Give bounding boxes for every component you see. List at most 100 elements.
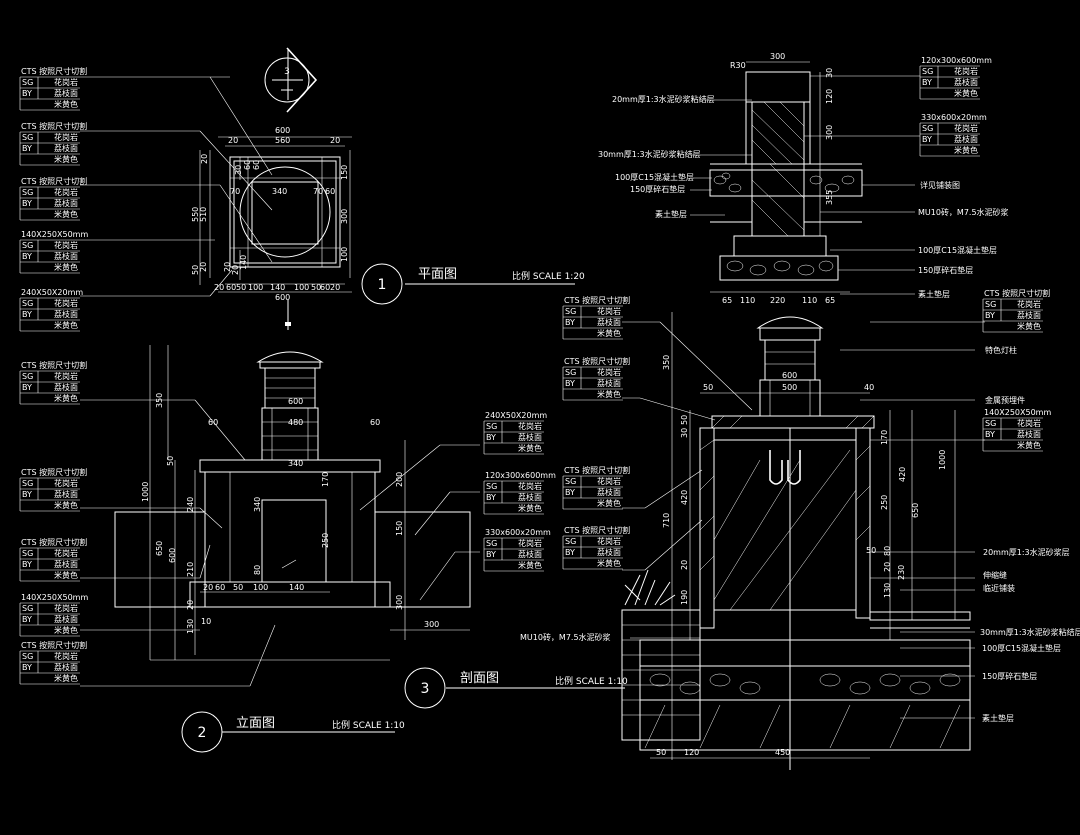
svg-text:20: 20 xyxy=(223,262,232,272)
svg-text:1000: 1000 xyxy=(938,450,947,470)
svg-text:20: 20 xyxy=(186,600,195,610)
svg-text:650: 650 xyxy=(911,503,920,518)
material-tag-row: 花岗岩 xyxy=(518,421,542,431)
material-tag-head: 240X50X20mm xyxy=(485,411,547,420)
material-tag-row: 米黄色 xyxy=(54,673,78,683)
material-tag-head: CTS 按照尺寸切割 xyxy=(21,176,87,186)
section-view-scale: 比例 SCALE 1:10 xyxy=(555,675,628,687)
material-tag-row: 花岗岩 xyxy=(597,306,621,316)
material-tag-code: BY xyxy=(22,89,32,98)
material-tag-head: CTS 按照尺寸切割 xyxy=(564,525,630,535)
elevation-dims: 350 60 600 480 60 340 1000 50 170 200 24… xyxy=(141,393,439,634)
section-view-number: 3 xyxy=(421,681,430,697)
svg-text:150厚碎石垫层: 150厚碎石垫层 xyxy=(982,671,1037,681)
svg-text:30mm厚1:3水泥砂浆粘结层: 30mm厚1:3水泥砂浆粘结层 xyxy=(598,149,701,159)
material-tag-head: CTS 按照尺寸切割 xyxy=(564,295,630,305)
material-tag-row: 米黄色 xyxy=(54,393,78,403)
material-tag-row: 米黄色 xyxy=(518,443,542,453)
material-tag-row: 花岗岩 xyxy=(54,478,78,488)
material-tag-row: 花岗岩 xyxy=(54,548,78,558)
material-tag-row: 米黄色 xyxy=(597,389,621,399)
material-tag-row: 花岗岩 xyxy=(597,536,621,546)
material-tag-head: CTS 按照尺寸切割 xyxy=(21,640,87,650)
svg-text:MU10砖，M7.5水泥砂浆: MU10砖，M7.5水泥砂浆 xyxy=(520,632,611,642)
material-tag-code: SG xyxy=(22,652,33,661)
svg-text:60: 60 xyxy=(320,283,330,292)
svg-text:510: 510 xyxy=(199,207,208,222)
section-mark-bubble xyxy=(264,57,310,103)
svg-text:230: 230 xyxy=(897,565,906,580)
material-tag-code: SG xyxy=(22,372,33,381)
svg-text:50: 50 xyxy=(236,283,246,292)
plan-dims: 600 20 560 20 20 30 60 150 60 70 340 70 … xyxy=(191,126,349,302)
material-tag-code: BY xyxy=(922,135,932,144)
material-tag-row: 米黄色 xyxy=(518,503,542,513)
svg-text:20mm厚1:3水泥砂浆粘结层: 20mm厚1:3水泥砂浆粘结层 xyxy=(612,94,715,104)
svg-text:60: 60 xyxy=(208,418,218,427)
material-tag-row: 荔枝面 xyxy=(54,382,78,392)
section-detail-top xyxy=(690,61,920,295)
material-tag-row: 荔枝面 xyxy=(54,559,78,569)
svg-text:100: 100 xyxy=(340,247,349,262)
svg-text:70: 70 xyxy=(230,187,240,196)
section-mark-number: 3 xyxy=(284,67,290,77)
svg-text:300: 300 xyxy=(770,52,785,61)
material-tag-row: 花岗岩 xyxy=(954,123,978,133)
material-tag-code: BY xyxy=(486,493,496,502)
svg-text:100厚C15混凝土垫层: 100厚C15混凝土垫层 xyxy=(982,643,1061,653)
svg-text:140: 140 xyxy=(239,255,248,270)
svg-text:100: 100 xyxy=(294,283,309,292)
svg-text:20: 20 xyxy=(228,136,238,145)
svg-text:150: 150 xyxy=(340,165,349,180)
svg-text:50: 50 xyxy=(866,546,876,555)
material-tag-row: 米黄色 xyxy=(54,209,78,219)
material-tag-code: SG xyxy=(22,604,33,613)
material-tag-row: 荔枝面 xyxy=(518,549,542,559)
plan-view-title: 平面图 xyxy=(418,267,457,282)
svg-text:80: 80 xyxy=(883,546,892,556)
material-tag-code: BY xyxy=(565,379,575,388)
material-tag-row: 荔枝面 xyxy=(54,309,78,319)
material-tag-code: SG xyxy=(565,307,576,316)
plan-view: 3 1 平面图 比例 SCALE 1:20 xyxy=(80,47,585,330)
material-tag-row: 花岗岩 xyxy=(597,367,621,377)
svg-text:素土垫层: 素土垫层 xyxy=(918,289,950,299)
material-tag-row: 花岗岩 xyxy=(54,77,78,87)
material-tag-code: SG xyxy=(22,299,33,308)
material-tag-head: CTS 按照尺寸切割 xyxy=(21,537,87,547)
section-main-dims: 350 600 500 50 40 30 50 170 1000 420 420… xyxy=(656,355,947,757)
material-tag-row: 米黄色 xyxy=(1017,321,1041,331)
svg-text:210: 210 xyxy=(186,562,195,577)
material-tag-row: 荔枝面 xyxy=(1017,429,1041,439)
elevation-view-title: 立面图 xyxy=(236,716,275,731)
material-tag-row: 荔枝面 xyxy=(597,487,621,497)
material-tag-row: 花岗岩 xyxy=(518,481,542,491)
material-tag-code: BY xyxy=(922,78,932,87)
svg-text:素土垫层: 素土垫层 xyxy=(982,713,1014,723)
material-tag-code: SG xyxy=(22,549,33,558)
material-tag-code: BY xyxy=(985,311,995,320)
material-tag-row: 花岗岩 xyxy=(54,298,78,308)
material-tag-head: CTS 按照尺寸切割 xyxy=(564,356,630,366)
svg-text:350: 350 xyxy=(155,393,164,408)
svg-text:20: 20 xyxy=(203,583,213,592)
material-tag-code: SG xyxy=(922,124,933,133)
annotations: 20mm厚1:3水泥砂浆粘结层 30mm厚1:3水泥砂浆粘结层 100厚C15混… xyxy=(520,94,1080,723)
svg-text:250: 250 xyxy=(321,533,330,548)
svg-text:50: 50 xyxy=(191,265,200,275)
svg-text:65: 65 xyxy=(825,296,835,305)
svg-text:100厚C15混凝土垫层: 100厚C15混凝土垫层 xyxy=(615,172,694,182)
material-tag-row: 米黄色 xyxy=(54,500,78,510)
svg-text:素土垫层: 素土垫层 xyxy=(655,209,687,219)
